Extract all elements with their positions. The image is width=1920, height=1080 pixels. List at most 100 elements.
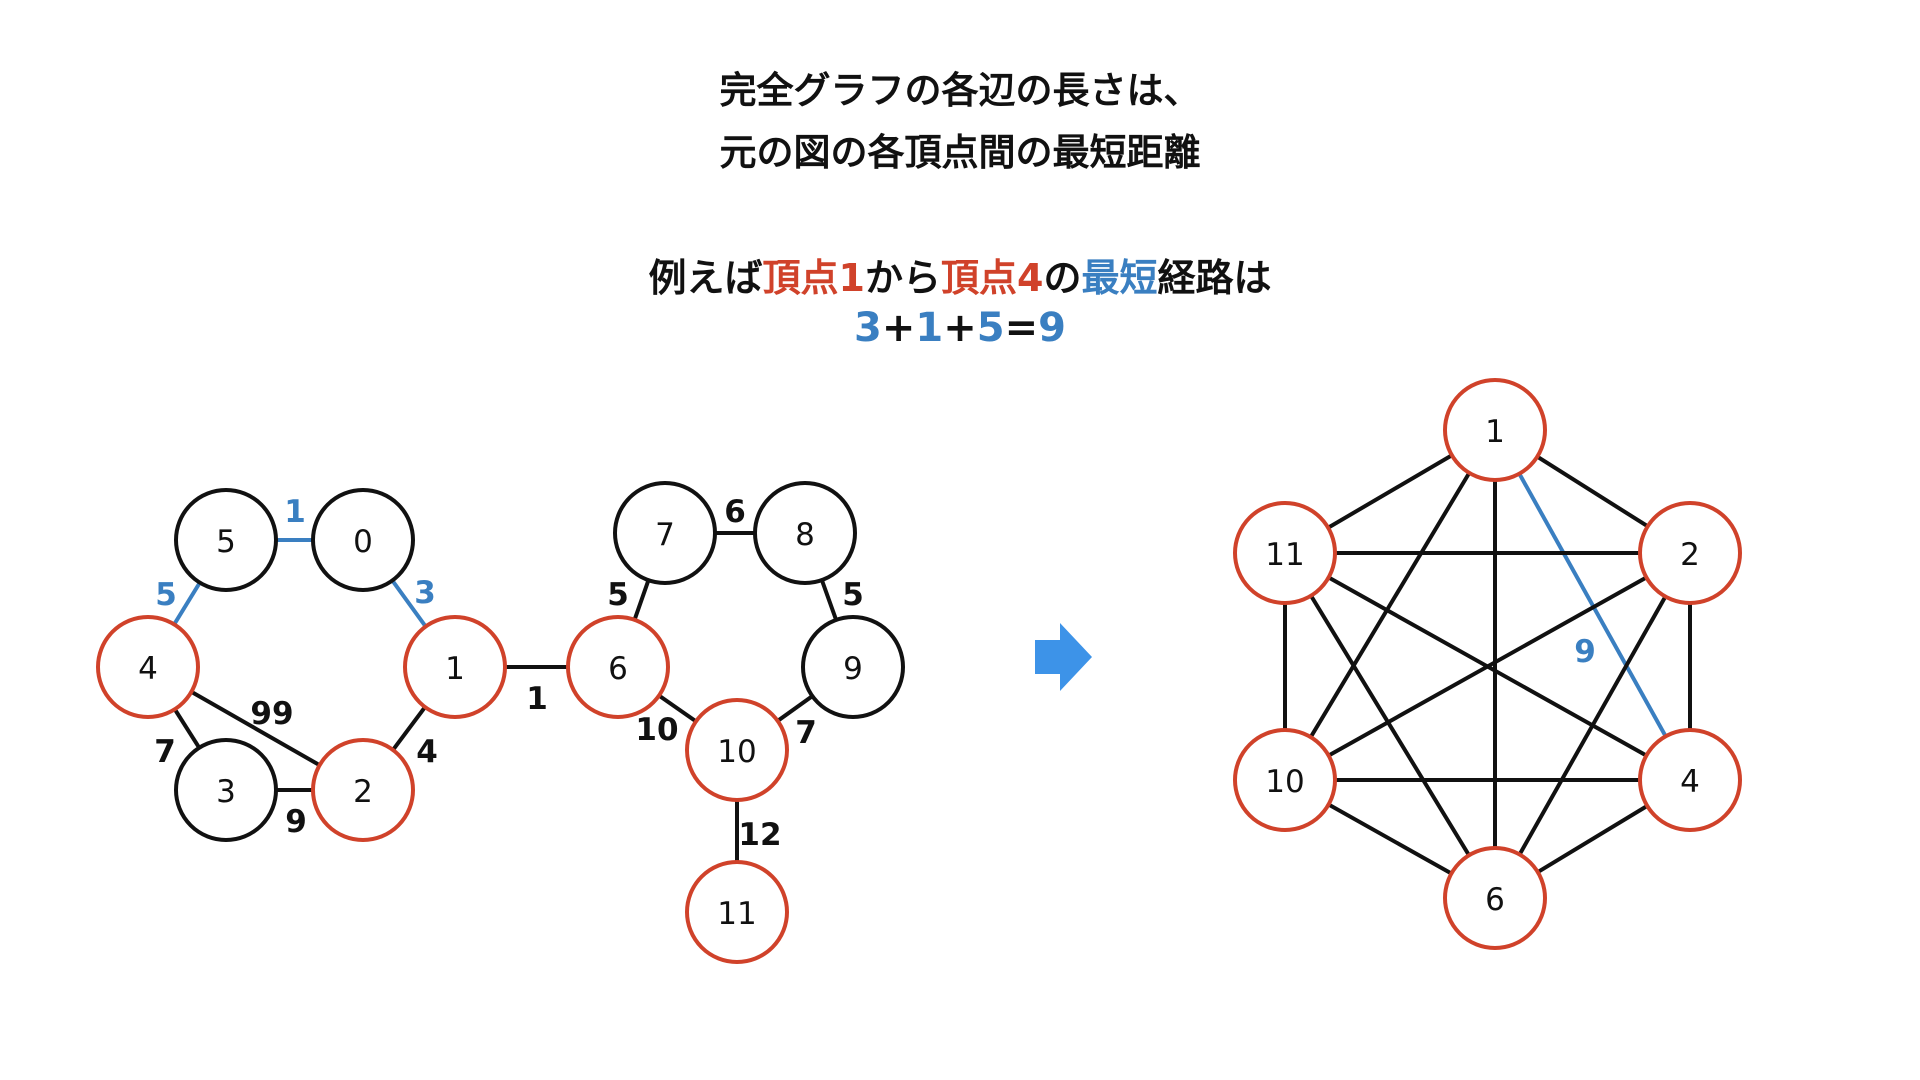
edge-weight-6-10: 10	[635, 712, 678, 748]
edge-weight-8-9: 5	[842, 577, 864, 613]
node-circle	[1443, 378, 1547, 482]
complete-node-10: 10	[1233, 728, 1337, 832]
complete-graph-weight: 9	[1574, 634, 1596, 670]
complete-node-1: 1	[1443, 378, 1547, 482]
shortest-path-formula: 3+1+5=9	[0, 305, 1920, 351]
node-circle	[311, 738, 415, 842]
complete-node-6: 6	[1443, 846, 1547, 950]
title-line-2: 元の図の各頂点間の最短距離	[719, 131, 1201, 174]
node-5: 5	[174, 488, 278, 592]
edge-weight-0-1: 3	[414, 575, 436, 611]
node-7: 7	[613, 481, 717, 585]
edge-weight-4-3: 7	[154, 734, 176, 770]
edge-weight-5-0: 1	[284, 494, 306, 530]
example-part: の	[1043, 256, 1082, 300]
node-label: 1	[1485, 414, 1505, 450]
example-part: 頂点4	[940, 256, 1044, 300]
node-label: 1	[445, 651, 465, 687]
node-circle	[685, 860, 789, 964]
complete-edge-6-11	[1283, 551, 1497, 900]
complete-edge-1-4	[1493, 429, 1692, 781]
node-label: 10	[717, 734, 756, 770]
node-circle	[403, 615, 507, 719]
node-3: 3	[174, 738, 278, 842]
node-circle	[1233, 501, 1337, 605]
formula-part: +	[881, 305, 916, 351]
example-sentence: 例えば頂点1から頂点4の最短経路は	[0, 247, 1920, 302]
node-label: 11	[717, 896, 756, 932]
edge-weight-3-2: 9	[285, 804, 307, 840]
complete-edge-weight-1-4: 9	[1574, 634, 1596, 670]
node-9: 9	[801, 615, 905, 719]
node-circle	[174, 488, 278, 592]
node-label: 3	[216, 774, 236, 810]
node-2: 2	[311, 738, 415, 842]
formula-part: 5	[976, 305, 1005, 351]
node-circle	[1638, 728, 1742, 832]
node-circle	[753, 481, 857, 585]
example-part: 頂点1	[762, 256, 865, 300]
complete-node-4: 4	[1638, 728, 1742, 832]
formula-part: 1	[915, 305, 944, 351]
node-label: 4	[138, 651, 158, 687]
edge-weight-7-8: 6	[724, 494, 746, 530]
example-part: から	[864, 256, 941, 300]
edge-weight-6-7: 5	[607, 577, 629, 613]
node-8: 8	[753, 481, 857, 585]
node-4: 4	[96, 615, 200, 719]
node-label: 5	[216, 524, 236, 560]
edge-weight-4-2: 99	[250, 696, 293, 732]
node-circle	[1638, 501, 1742, 605]
node-0: 0	[311, 488, 415, 592]
complete-edge-4-11	[1284, 551, 1691, 782]
title-line-1: 完全グラフの各辺の長さは、	[719, 69, 1201, 112]
node-circle	[1233, 728, 1337, 832]
node-circle	[174, 738, 278, 842]
node-circle	[1443, 846, 1547, 950]
complete-node-2: 2	[1638, 501, 1742, 605]
node-label: 10	[1265, 764, 1304, 800]
node-circle	[96, 615, 200, 719]
formula-part: 9	[1038, 305, 1066, 351]
node-circle	[311, 488, 415, 592]
arrow-shape	[1035, 623, 1092, 691]
node-label: 4	[1680, 764, 1700, 800]
edge-weight-1-6: 1	[526, 681, 548, 717]
complete-graph-edges	[1283, 428, 1692, 900]
node-label: 6	[1485, 882, 1505, 918]
edge-weight-9-10: 7	[795, 715, 817, 751]
node-circle	[613, 481, 717, 585]
node-label: 2	[1680, 537, 1700, 573]
node-1: 1	[403, 615, 507, 719]
node-label: 8	[795, 517, 815, 553]
edge-weight-2-1: 4	[416, 734, 438, 770]
complete-edge-1-10	[1283, 428, 1497, 782]
node-11: 11	[685, 860, 789, 964]
right-arrow-icon	[1035, 623, 1092, 691]
example-part: 最短	[1081, 256, 1158, 300]
node-circle	[685, 698, 789, 802]
node-label: 9	[843, 651, 863, 687]
node-10: 10	[685, 698, 789, 802]
node-6: 6	[566, 615, 670, 719]
formula-part: 3	[854, 305, 882, 351]
edge-weight-5-4: 5	[155, 577, 177, 613]
node-circle	[801, 615, 905, 719]
node-label: 2	[353, 774, 373, 810]
example-part: 例えば	[648, 256, 763, 300]
edge-weight-10-11: 12	[738, 817, 781, 853]
example-part: 経路は	[1157, 256, 1272, 300]
formula-part: =	[1004, 305, 1039, 351]
complete-node-11: 11	[1233, 501, 1337, 605]
node-circle	[566, 615, 670, 719]
node-label: 11	[1265, 537, 1304, 573]
formula-part: +	[943, 305, 977, 351]
node-label: 7	[655, 517, 675, 553]
node-label: 6	[608, 651, 628, 687]
node-label: 0	[353, 524, 373, 560]
complete-graph-nodes: 1 2 4 6 10 11	[1233, 378, 1742, 950]
